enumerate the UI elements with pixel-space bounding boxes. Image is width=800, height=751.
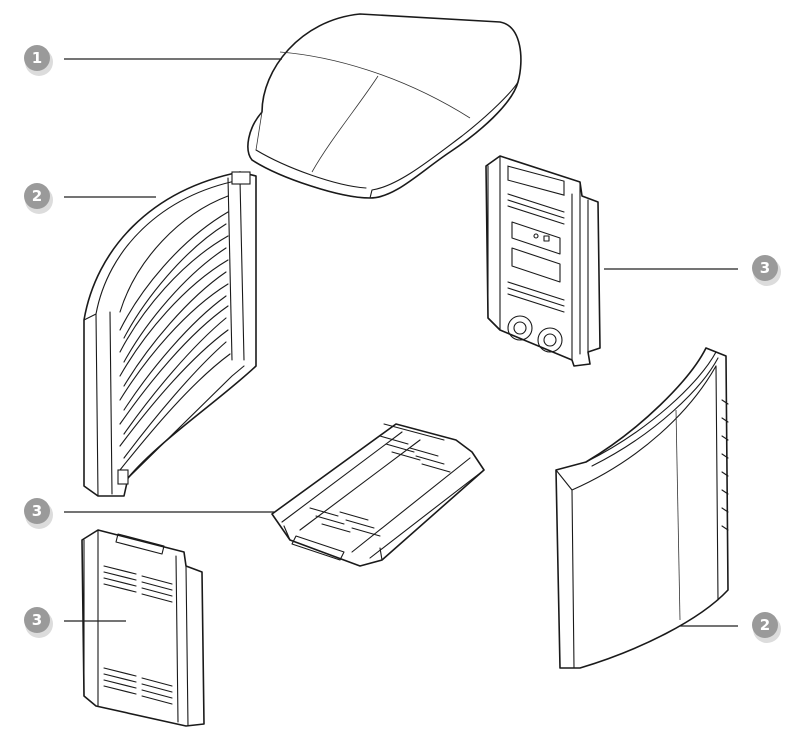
top-cover-part <box>247 13 522 199</box>
leader-lines <box>64 58 738 627</box>
callout-3a-bubble <box>752 255 778 281</box>
callout-1: 1 <box>24 45 53 76</box>
bracket-center-part <box>271 423 485 567</box>
callout-2b-bubble <box>752 612 778 638</box>
callout-3c-label: 3 <box>32 611 42 629</box>
callout-2b-label: 2 <box>760 616 770 634</box>
callout-3b: 3 <box>24 498 53 529</box>
callout-2b: 2 <box>752 612 781 643</box>
callout-2a-bubble <box>24 183 50 209</box>
callout-2a: 2 <box>24 183 53 214</box>
callout-3a-label: 3 <box>760 259 770 277</box>
callout-3b-bubble <box>24 498 50 524</box>
bracket-lower-left-part <box>81 529 205 727</box>
callout-1-bubble <box>24 45 50 71</box>
callout-3b-label: 3 <box>32 502 42 520</box>
callout-1-label: 1 <box>32 49 42 67</box>
callout-3c: 3 <box>24 607 53 638</box>
bracket-right-part <box>485 155 601 367</box>
callout-2a-label: 2 <box>32 187 42 205</box>
curved-side-panel-left-part <box>83 171 257 497</box>
callout-3a: 3 <box>752 255 781 286</box>
callout-3c-bubble <box>24 607 50 633</box>
curved-side-panel-right-part <box>555 347 729 669</box>
